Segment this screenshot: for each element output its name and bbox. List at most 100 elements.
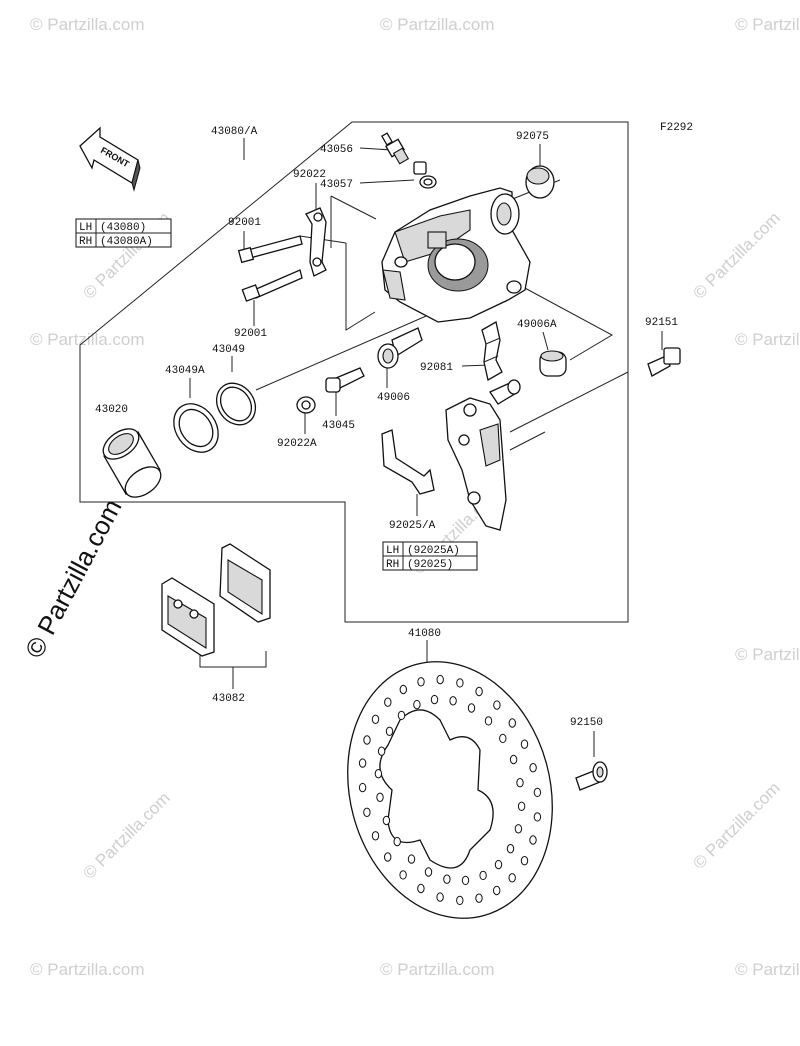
pin-43045 (325, 367, 365, 393)
disc-hole (377, 746, 386, 756)
part-labels: 43080/A 43056 92075 43057 92022 92001 92… (95, 126, 678, 729)
disc-hole (374, 769, 383, 779)
disc-hole (430, 694, 439, 705)
part-label: 92022A (277, 438, 317, 450)
disc-hole (529, 763, 537, 773)
part-label: 43049A (165, 365, 205, 377)
disc-hole (436, 892, 444, 902)
disc-hole (456, 678, 464, 688)
disc-hole (493, 885, 501, 896)
part-label: 49006A (517, 319, 557, 331)
disc-hole (371, 714, 380, 724)
bolt-92001 (237, 235, 303, 302)
disc-hole (384, 852, 392, 862)
disc-hole (436, 674, 444, 685)
table-part: (92025) (407, 559, 453, 571)
brake-pads-43082 (161, 543, 271, 657)
disc-hole (506, 844, 515, 854)
table-side: LH (79, 222, 92, 234)
part-label: 92081 (420, 362, 453, 374)
disc-hole (509, 754, 518, 765)
bleed-cap (413, 161, 437, 189)
table-part: (92025A) (407, 545, 460, 557)
disc-hole (508, 873, 516, 883)
disc-hole (371, 831, 380, 841)
seal-43049 (215, 382, 257, 426)
sleeve-49006 (377, 327, 423, 369)
pad-spring-92081 (481, 320, 503, 382)
bolt-92151 (647, 347, 681, 377)
part-label: 43057 (320, 179, 353, 191)
watermark-large: © Partzilla.com (19, 494, 128, 663)
washer-92022a (296, 396, 316, 414)
disc-hole (376, 792, 384, 802)
disc-hole (358, 782, 367, 793)
caliper-body (381, 187, 531, 323)
front-arrow-icon: FRONT (79, 126, 141, 192)
watermark: © Partzilla.com (735, 15, 800, 34)
disc-hole (520, 856, 529, 866)
disc-hole (461, 875, 470, 886)
disc-hole (475, 686, 483, 697)
watermark: © Partzilla.com (735, 330, 800, 349)
disc-hole (516, 778, 524, 788)
watermark: © Partzilla.com (689, 208, 783, 302)
disc-hole (499, 733, 507, 744)
table-part: (43080A) (100, 236, 153, 248)
table-side: RH (79, 236, 92, 248)
boot-49006a (539, 350, 567, 377)
disc-hole (382, 815, 391, 826)
disc-hole (358, 758, 367, 768)
brake-disc-41080 (347, 661, 553, 919)
disc-hole (494, 859, 503, 870)
table-side: LH (386, 545, 399, 557)
disc-hole (529, 835, 537, 845)
disc-hole (413, 699, 421, 710)
table-43080: LH (43080) RH (43080A) (75, 218, 172, 248)
disc-hole (397, 710, 406, 721)
disc-hole (363, 735, 371, 745)
part-label: 43045 (322, 420, 355, 432)
part-label: 92001 (228, 217, 261, 229)
piston-43020 (102, 428, 162, 498)
part-label: 92151 (645, 317, 678, 329)
part-label: 43049 (212, 344, 245, 356)
disc-hole (385, 726, 394, 736)
part-label: 43080/A (211, 126, 258, 138)
disc-hole (443, 874, 451, 884)
part-label: 43056 (320, 144, 353, 156)
watermark: © Partzilla.com (689, 778, 783, 872)
part-label: 92025/A (389, 520, 436, 532)
disc-hole (424, 867, 433, 877)
caliper-holder (445, 379, 521, 531)
table-part: (43080) (100, 222, 146, 234)
watermark: © Partzilla.com (735, 960, 800, 979)
disc-hole (533, 812, 542, 822)
part-label: 92001 (234, 328, 267, 340)
seal-43049a (173, 403, 219, 453)
disc-hole (517, 801, 526, 811)
disc-hole (399, 684, 407, 695)
disc-hole (514, 824, 523, 834)
part-label: 43020 (95, 404, 128, 416)
bleed-valve (381, 132, 410, 165)
watermark: © Partzilla.com (735, 645, 800, 664)
disc-hole (449, 696, 457, 706)
disc-hole (399, 870, 407, 880)
watermark: © Partzilla.com (79, 788, 173, 882)
disc-hole (493, 700, 501, 710)
disc-hole (467, 703, 476, 713)
table-side: RH (386, 559, 399, 571)
disc-hole (363, 807, 371, 817)
part-label: 92150 (570, 717, 603, 729)
part-label: 92075 (516, 131, 549, 143)
bolt-92150 (575, 761, 608, 791)
disc-hole (417, 677, 425, 687)
leader-lines (189, 144, 663, 757)
disc-hole (475, 893, 483, 903)
figure-code: F2292 (660, 122, 693, 134)
part-label: 43082 (212, 693, 245, 705)
watermark: © Partzilla.com (30, 15, 145, 34)
watermark: © Partzilla.com (380, 960, 495, 979)
